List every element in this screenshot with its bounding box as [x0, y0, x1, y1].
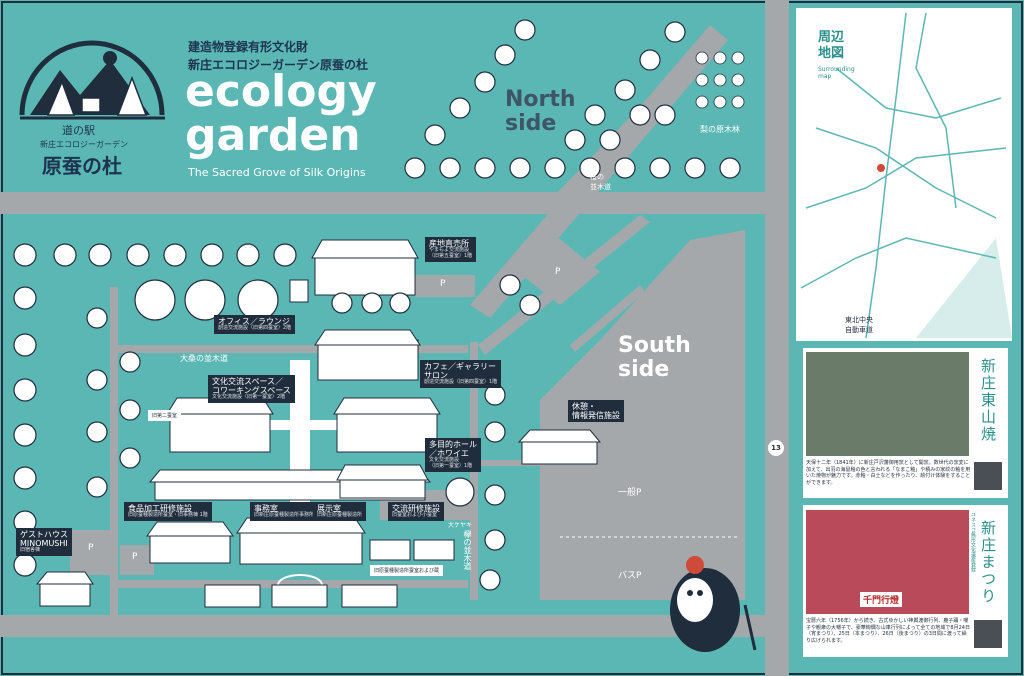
pear-orchard-label: 梨の原木林: [700, 125, 740, 134]
main-road-south: [0, 615, 765, 637]
south-lot: [540, 230, 745, 600]
higashiyama-text: 天保十二年（1841年）に新庄戸沢藩御用窯として開窯。数世代の窯変に加えて、出羽…: [806, 460, 971, 486]
surrounding-map-title: 周辺 地図: [818, 30, 845, 61]
label-exhibit-room[interactable]: 展示室旧新庄原蚕種製造所: [313, 502, 367, 521]
festival-photo-sign: 千門行燈: [860, 592, 903, 607]
title-ecology: ecology: [185, 66, 377, 117]
higashiyama-qr-code[interactable]: [974, 462, 1002, 490]
label-second-silkworm-room[interactable]: 旧第二蚕室: [148, 410, 182, 421]
higashiyama-photo: [806, 352, 969, 456]
label-coworking[interactable]: 文化交流スペース／ コワーキングスペース文化交流施設（旧第一蚕室）2階: [208, 375, 295, 404]
logo-sub: 新庄エコロジーガーデン: [40, 140, 128, 149]
higashiyama-title: 新庄東山焼: [979, 358, 997, 443]
festival-title: 新庄まつり: [979, 520, 997, 605]
surrounding-map-subtitle: Surrounding map: [818, 66, 855, 80]
right-road: [765, 0, 789, 676]
general-parking: 一般P: [618, 488, 642, 498]
mulberry-avenue-label: 大桑の並木道: [180, 354, 228, 363]
label-bottom-note: 旧原蚕種製造所蚕室および蔵: [370, 565, 444, 576]
zelkova-avenue-label: 欅の並木道: [463, 530, 472, 570]
pear-orchard: [695, 51, 745, 109]
route-13-marker: 13: [768, 440, 784, 456]
label-products-store[interactable]: 産地直売所やまもよ交流施設 （旧第五蚕室）1階: [425, 237, 477, 262]
big-tree-label: 大ケヤキ: [448, 522, 473, 529]
expressway-label: 東北中央 自動車道: [845, 316, 873, 334]
michi-no-eki-label: 道の駅: [62, 124, 95, 137]
festival-unesco-note: ユネスコ無形文化遺産登録: [970, 512, 976, 572]
label-jimusho[interactable]: 事務室旧新庄原蚕種製造所事務所: [250, 502, 319, 521]
logo-name: 原蚕の杜: [42, 154, 122, 178]
main-road-north: [0, 192, 765, 214]
label-training-facility[interactable]: 交流研修施設旧蚕室および小蚕室: [388, 502, 444, 521]
english-subtitle: The Sacred Grove of Silk Origins: [188, 166, 366, 179]
festival-text: 宝暦六年（1756年）から続き、古式ゆかしい神輿渡御行列、鹿子踊・囃子や観衆の大…: [806, 618, 970, 644]
parking-north: P: [555, 267, 561, 277]
festival-qr-code[interactable]: [974, 620, 1002, 648]
label-multipurpose-hall[interactable]: 多目的ホール ／ホワイエ文化交流施設 （旧第一蚕室）1階: [425, 438, 481, 472]
parking-left-2: P: [132, 552, 138, 562]
garden-full-name: 新庄エコロジーガーデン原蚕の杜: [188, 58, 369, 72]
surrounding-map-drawing: [800, 12, 1012, 339]
trees: [13, 19, 741, 591]
cherry-avenue-label: 桜の 並木道: [590, 173, 611, 191]
parking-left-1: P: [88, 543, 94, 553]
bus-parking: バスP: [618, 571, 642, 581]
parking-products: P: [440, 279, 446, 289]
north-parking-lot: [515, 235, 600, 305]
mascot: [670, 556, 757, 652]
label-food-processing[interactable]: 食品加工研修施設旧原蚕種製造所蚕室・旧事務棟 1階: [124, 502, 212, 521]
label-cafe-gallery[interactable]: カフェ／ギャラリー サロン創造交流施設（旧第四蚕室）1階: [420, 360, 502, 389]
label-office-lounge[interactable]: オフィス／ラウンジ創造交流施設（旧第四蚕室）2階: [214, 315, 296, 334]
surrounding-map-panel: [796, 8, 1012, 341]
title-garden: garden: [185, 110, 361, 161]
logo-mark: [19, 40, 165, 120]
cultural-property-designation: 建造物登録有形文化財: [188, 40, 309, 54]
buildings: [35, 239, 602, 608]
label-rest-info[interactable]: 休憩・ 情報発信施設: [568, 400, 624, 423]
